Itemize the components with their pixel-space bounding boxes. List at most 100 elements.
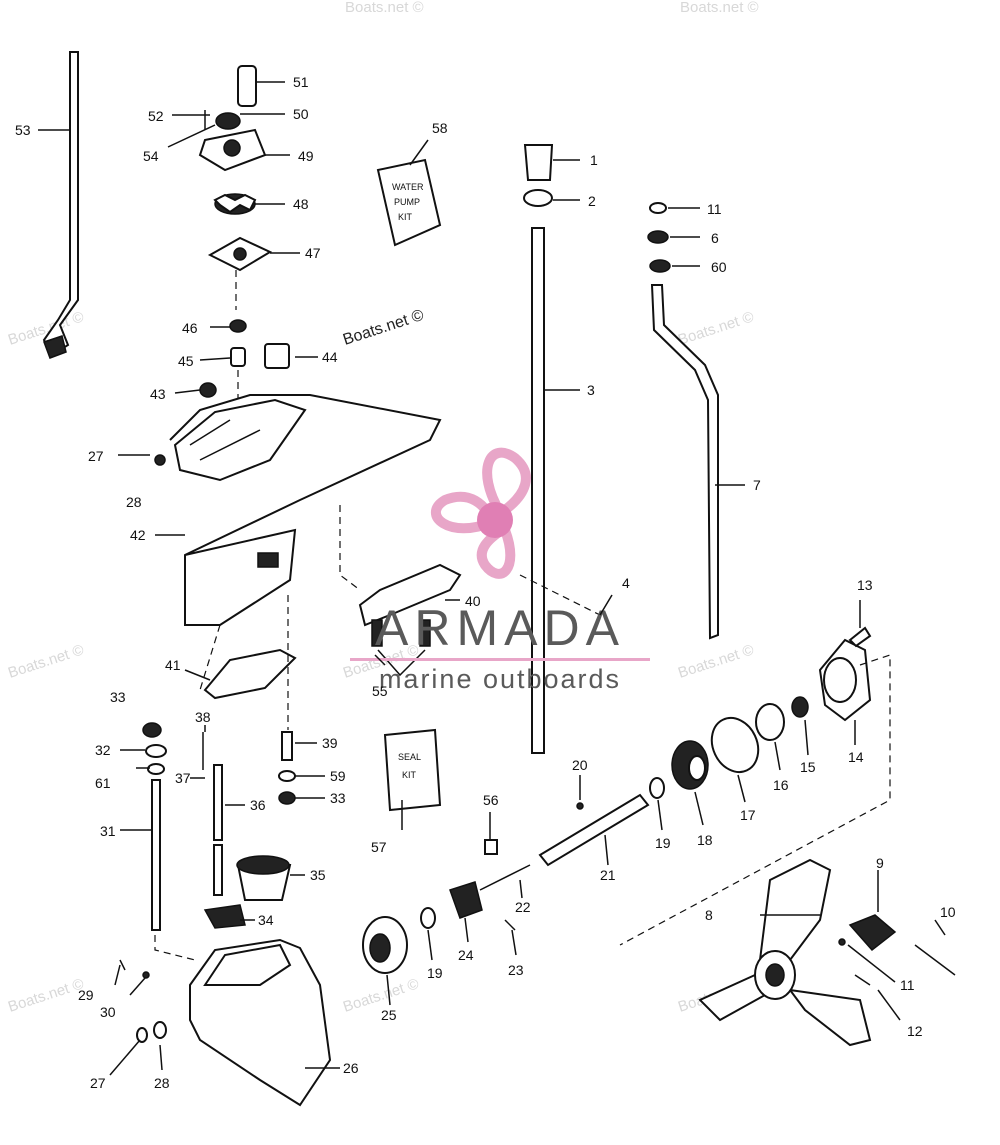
brand-name: ARMADA <box>375 600 625 656</box>
callout-57: 57 <box>371 839 387 855</box>
callout-42: 42 <box>130 527 146 543</box>
callout-61: 61 <box>95 775 111 791</box>
svg-text:PUMP: PUMP <box>394 197 420 207</box>
callout-19-left: 19 <box>427 965 443 981</box>
callout-26: 26 <box>343 1060 359 1076</box>
washer-19-left <box>420 907 436 929</box>
svg-text:SEAL: SEAL <box>398 752 421 762</box>
oring-17 <box>710 716 760 774</box>
callout-15: 15 <box>800 759 816 775</box>
brand-underline <box>350 658 650 661</box>
nut-33-left <box>142 722 162 738</box>
gear-18 <box>671 740 709 790</box>
bushing-45 <box>230 347 246 367</box>
callout-33-left: 33 <box>110 689 126 705</box>
callout-11-lower: 11 <box>900 977 915 993</box>
callout-21: 21 <box>600 867 616 883</box>
callout-49: 49 <box>298 148 314 164</box>
clip-34 <box>203 904 246 929</box>
callout-18: 18 <box>697 832 713 848</box>
screw-27-lower <box>136 1027 148 1043</box>
callout-9: 9 <box>876 855 884 871</box>
propshaft-21 <box>538 793 650 867</box>
cap-44 <box>264 343 290 369</box>
callout-10: 10 <box>940 904 956 920</box>
callout-17: 17 <box>740 807 756 823</box>
callout-38: 38 <box>195 709 211 725</box>
leader-lines <box>38 81 946 1076</box>
watermark: Boats.net © <box>341 307 426 349</box>
bushing-1 <box>523 144 554 181</box>
shaft-22 <box>479 864 531 891</box>
watermark: Boats.net © <box>345 0 424 16</box>
washer-30 <box>142 971 150 979</box>
armada-propeller-logo <box>430 447 531 579</box>
callout-28-lower: 28 <box>154 1075 170 1091</box>
shift-rod-53 <box>42 51 79 359</box>
washer-59 <box>278 770 296 782</box>
washer-19-right <box>649 777 665 799</box>
callout-19-right: 19 <box>655 835 671 851</box>
seal-15 <box>791 696 809 718</box>
ring-61 <box>147 763 165 775</box>
callout-1: 1 <box>590 152 598 168</box>
callout-32: 32 <box>95 742 111 758</box>
clip-56 <box>484 839 498 855</box>
propeller-8 <box>698 858 872 1047</box>
impeller-48 <box>213 193 257 215</box>
callout-12: 12 <box>907 1023 923 1039</box>
callout-23: 23 <box>508 962 524 978</box>
watermark: Boats.net © <box>676 308 756 348</box>
stud-31 <box>151 779 161 931</box>
callout-48: 48 <box>293 196 309 212</box>
watermark: Boats.net © <box>680 0 759 16</box>
callout-4: 4 <box>622 575 630 591</box>
seal-kit-57: SEAL KIT <box>383 728 442 812</box>
spacer-12 <box>854 974 871 986</box>
callout-35: 35 <box>310 867 326 883</box>
callout-16: 16 <box>773 777 789 793</box>
callout-6: 6 <box>711 230 719 246</box>
tube-36b <box>213 844 223 896</box>
pin-23 <box>504 919 516 931</box>
bolt-13 <box>848 626 872 648</box>
callout-22: 22 <box>515 899 531 915</box>
screw-29 <box>119 959 126 971</box>
callout-27-lower: 27 <box>90 1075 106 1091</box>
grommet-50 <box>215 112 241 130</box>
callout-43: 43 <box>150 386 166 402</box>
svg-text:WATER: WATER <box>392 182 424 192</box>
callout-59: 59 <box>330 768 346 784</box>
nut-33-right <box>278 791 296 805</box>
callout-52: 52 <box>148 108 164 124</box>
svg-text:KIT: KIT <box>402 770 417 780</box>
clutch-24 <box>449 881 483 919</box>
bearing-carrier-14 <box>818 638 872 722</box>
nut-43 <box>199 382 217 398</box>
watermark: Boats.net © <box>676 641 756 681</box>
gearcase-26 <box>189 938 332 1107</box>
seal-46 <box>229 319 247 333</box>
callout-7: 7 <box>753 477 761 493</box>
brand-tagline: marine outboards <box>379 664 621 694</box>
water-pump-kit-58: WATER PUMP KIT <box>376 158 442 247</box>
callout-labels: 1 2 3 4 6 7 8 9 10 11 11 12 13 14 15 16 … <box>15 74 956 1091</box>
callout-25: 25 <box>381 1007 397 1023</box>
pin-39 <box>281 731 293 761</box>
callout-46: 46 <box>182 320 198 336</box>
parts-drawing: WATER PUMP KIT SEAL KIT <box>42 51 956 1107</box>
callout-27-upper: 27 <box>88 448 104 464</box>
watermark: Boats.net © <box>6 975 86 1015</box>
callout-3: 3 <box>587 382 595 398</box>
callout-44: 44 <box>322 349 338 365</box>
callout-40: 40 <box>465 593 481 609</box>
cotter-pin-10 <box>914 944 956 976</box>
callout-31: 31 <box>100 823 116 839</box>
washer-32 <box>145 744 167 758</box>
driveshaft-3 <box>531 227 545 754</box>
callout-28-upper: 28 <box>126 494 142 510</box>
callout-51: 51 <box>293 74 309 90</box>
callout-13: 13 <box>857 577 873 593</box>
screw-55b <box>419 619 431 647</box>
